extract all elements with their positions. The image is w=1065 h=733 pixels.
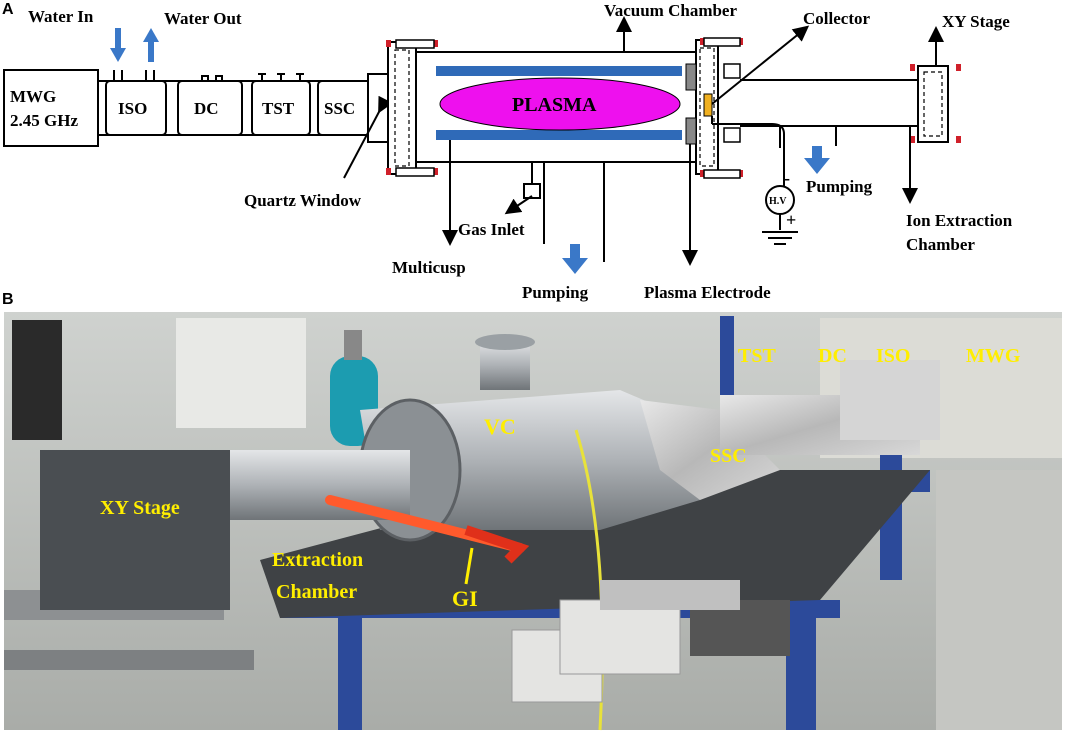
foil-wrap [640, 400, 780, 500]
back-wall-panel [176, 318, 306, 428]
vacuum-chamber-label: Vacuum Chamber [604, 1, 737, 20]
right-cabinet [936, 470, 1062, 730]
pumping-right-arrow [804, 146, 830, 174]
waveguide [3, 69, 395, 147]
gas-inlet [504, 162, 545, 244]
photo-label-extraction-line2: Chamber [276, 581, 357, 603]
plasma-electrode-top [685, 63, 697, 91]
photo-label-xy-stage: XY Stage [100, 497, 180, 519]
multicusp-bar-bottom [436, 130, 682, 140]
photo-label-extraction-line1: Extraction [272, 549, 363, 571]
iso-box-photo [840, 360, 940, 440]
instrument-4 [600, 580, 740, 610]
plasma-label: PLASMA [512, 94, 597, 116]
gi-pointer [464, 547, 474, 585]
plasma-electrode-bottom [685, 117, 697, 145]
panel-label-a: A [2, 1, 14, 18]
water-out-arrow [143, 28, 159, 62]
panel-label-b: B [2, 291, 14, 308]
photo-label-vc: VC [484, 414, 516, 439]
photo-label-mwg: MWG [966, 345, 1021, 367]
quartz-window-pointer [343, 95, 393, 179]
xy-stage-photo [40, 450, 230, 610]
photo-label-ssc: SSC [710, 445, 747, 467]
hv-label: H.V [769, 196, 787, 207]
ion-extraction-label-line1: Ion Extraction [906, 211, 1013, 230]
side-flanges [395, 37, 741, 179]
hv-plus: + [786, 210, 796, 230]
hv-minus: - [784, 168, 790, 188]
xy-stage-label: XY Stage [942, 12, 1010, 31]
mwg-label-line1: MWG [10, 87, 56, 106]
mwg-label-line2: 2.45 GHz [10, 111, 78, 130]
pumping-bottom-arrow [562, 244, 588, 274]
water-in-arrow [110, 28, 126, 62]
hv-supply [711, 116, 798, 245]
photo-label-tst: TST [738, 345, 776, 367]
gas-inlet-label: Gas Inlet [458, 220, 525, 239]
collector-label: Collector [803, 9, 870, 28]
instrument-2 [559, 599, 681, 675]
water-out-label: Water Out [164, 9, 242, 28]
dc-section [177, 80, 243, 136]
collector-pointer [711, 25, 810, 105]
multicusp-label: Multicusp [392, 258, 466, 277]
tuning-stubs [258, 73, 304, 81]
table-top [260, 470, 930, 618]
plasma-ellipse [439, 77, 681, 131]
photo-label-dc: DC [818, 345, 847, 367]
pumping-right-label: Pumping [806, 177, 873, 196]
iso-section [105, 80, 167, 136]
plasma-electrode-label: Plasma Electrode [644, 283, 771, 302]
quartz-window-label: Quartz Window [244, 191, 362, 210]
schematic-panel: A Water In Water Out [2, 1, 1013, 302]
dc-label: DC [194, 99, 219, 118]
photo-label-iso: ISO [876, 345, 910, 367]
photo-panel: B [2, 291, 1062, 731]
iso-label: ISO [118, 99, 147, 118]
ion-extraction-label-line2: Chamber [906, 235, 975, 254]
multicusp-bar-top [436, 66, 682, 76]
collector-plate [703, 93, 713, 117]
tst-label: TST [262, 99, 295, 118]
left-rail-lower [4, 650, 254, 670]
ssc-label: SSC [324, 99, 355, 118]
ion-extraction-tube [740, 65, 949, 148]
pumping-bottom-label: Pumping [522, 283, 589, 302]
water-in-label: Water In [28, 7, 94, 26]
photo-label-gi: GI [452, 586, 478, 611]
